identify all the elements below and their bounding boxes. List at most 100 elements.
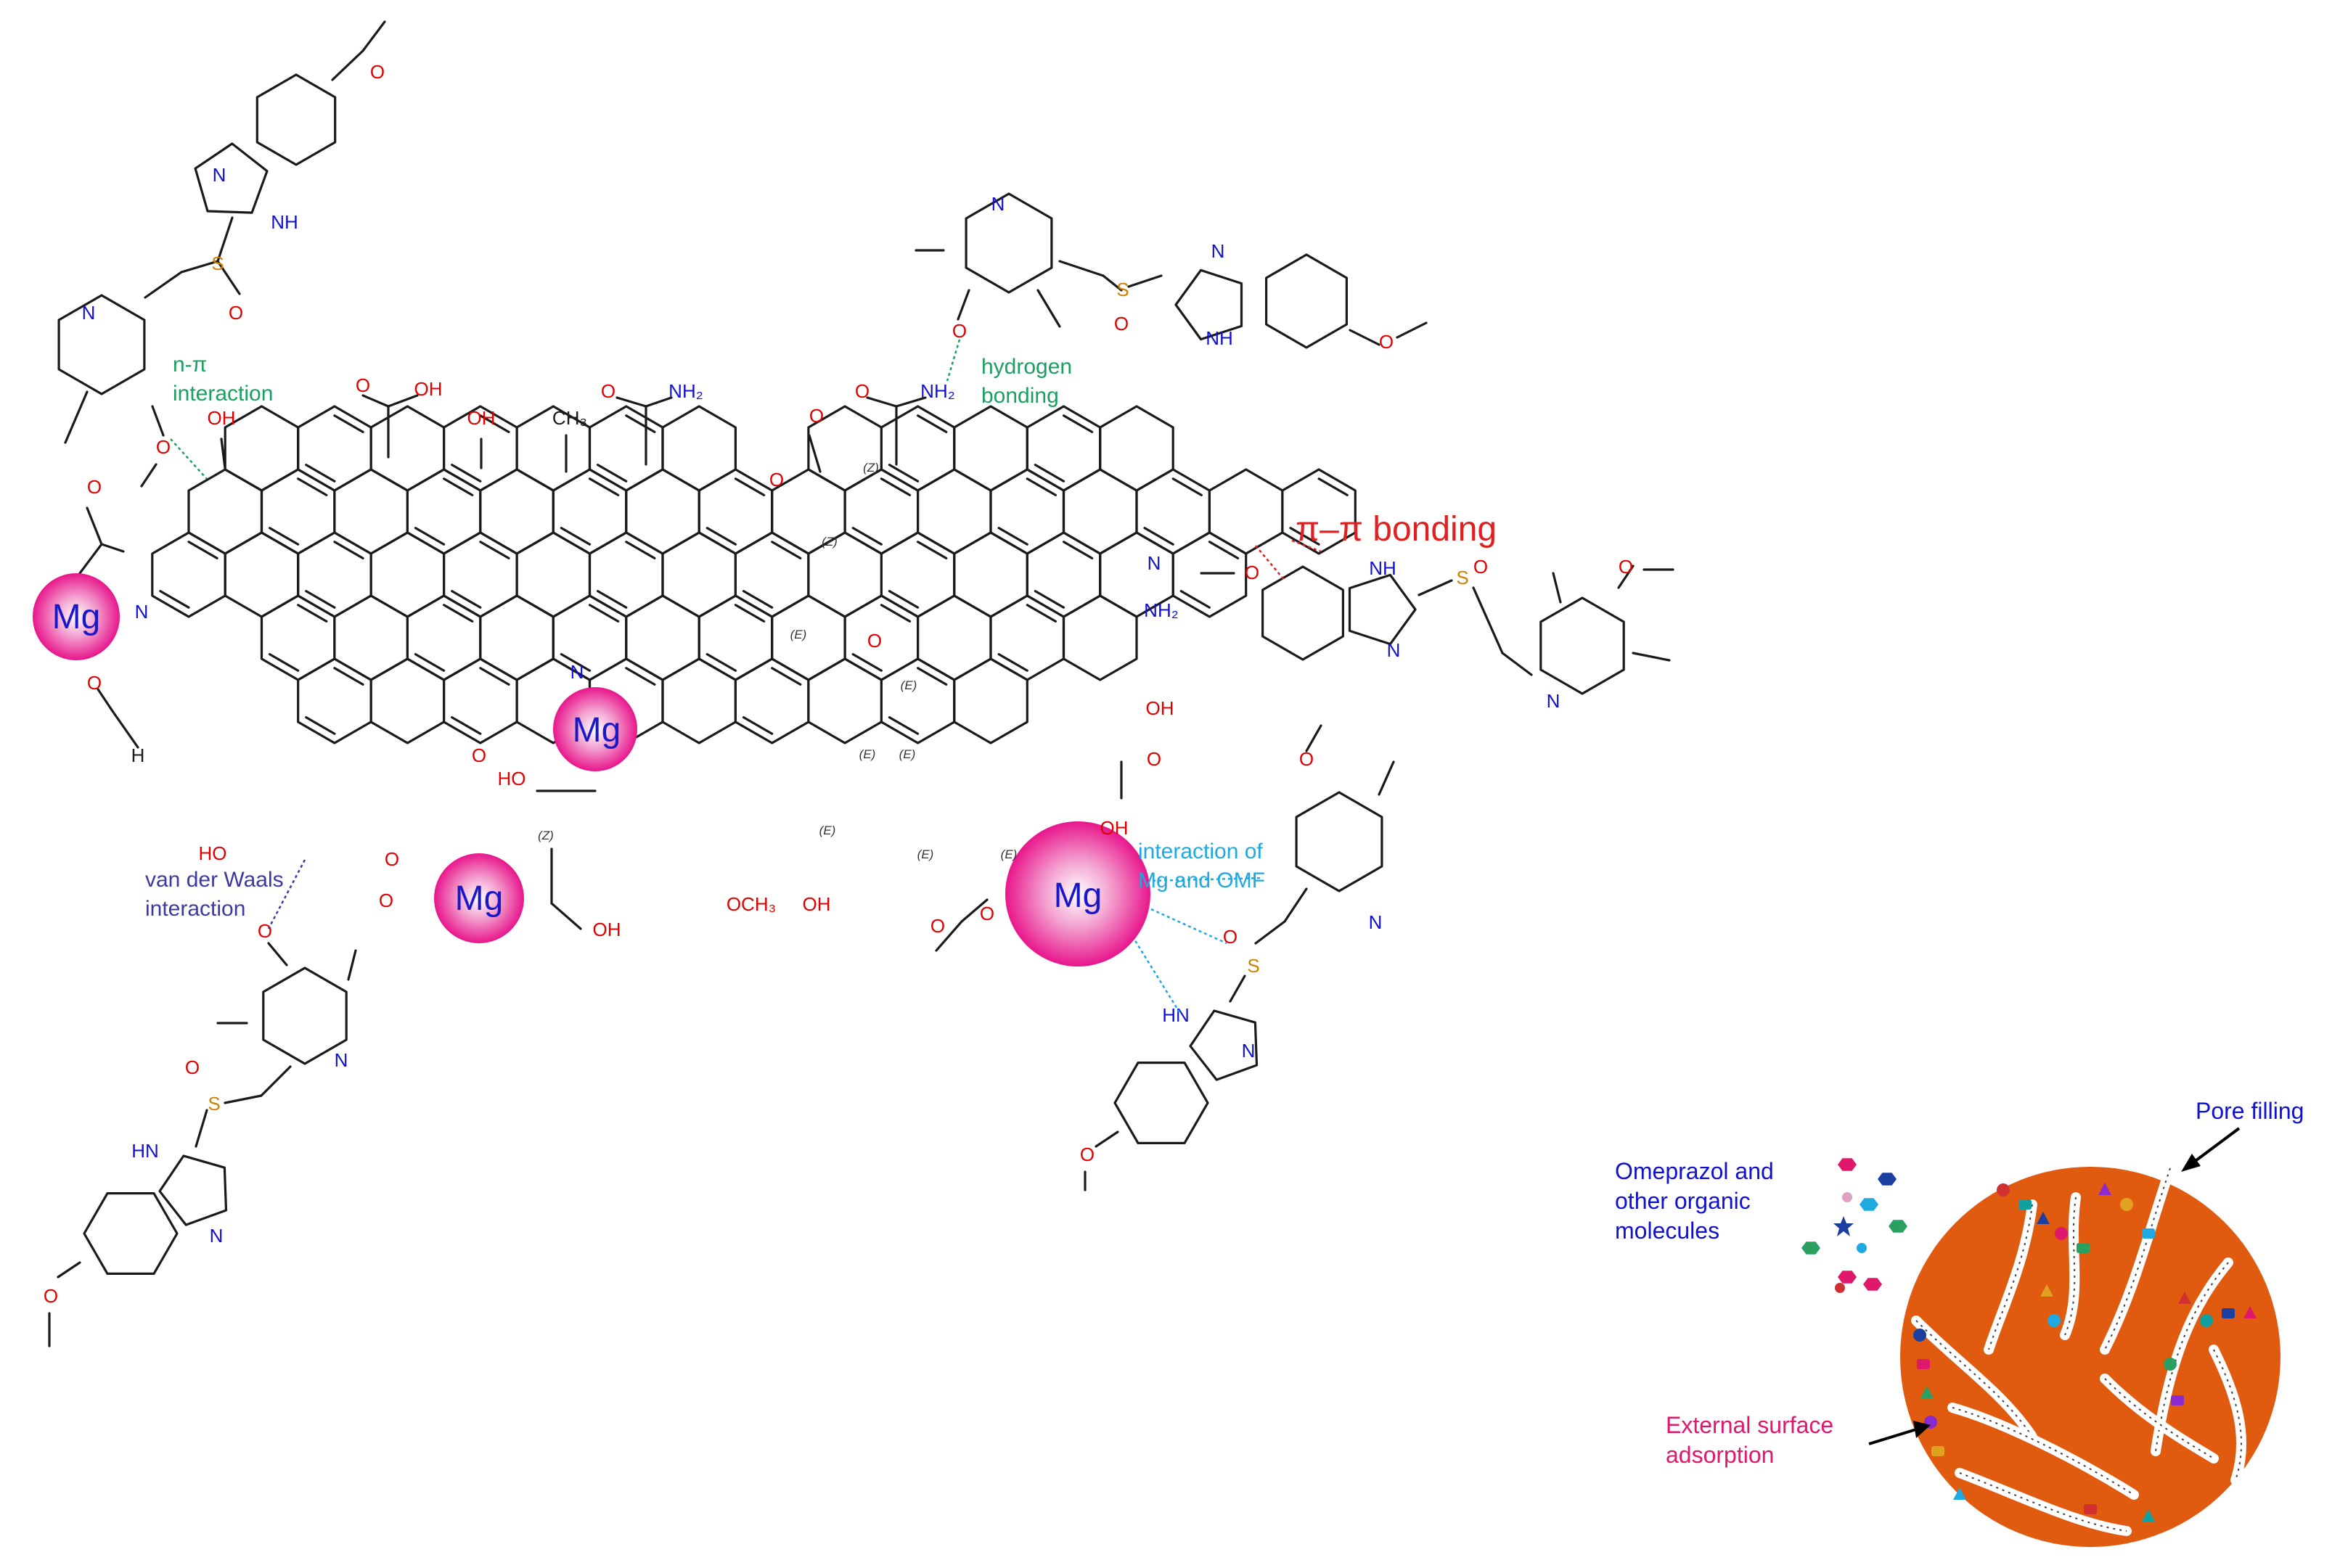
imidazole-n: N [213, 164, 226, 186]
double-bond [479, 541, 510, 559]
double-bond [734, 477, 766, 496]
n-pi-line1: n-π [173, 353, 207, 377]
hydrogen-line1: hydrogen [981, 355, 1072, 379]
bond [361, 20, 386, 52]
sulfinyl-s: S [1116, 279, 1129, 300]
double-bond [997, 527, 1028, 546]
pyridine-n: N [82, 302, 96, 324]
hex-ring [260, 468, 336, 555]
bond [1396, 321, 1428, 339]
adsorbed-molecule-11 [2098, 1183, 2111, 1195]
sulfinyl-s: S [1247, 955, 1259, 977]
hex-ring [953, 657, 1028, 744]
hex-ring [989, 594, 1065, 681]
adsorbed-molecule-4 [1931, 1446, 1944, 1456]
bond [1501, 652, 1533, 676]
bond [64, 390, 89, 444]
hex-ring [333, 594, 409, 681]
adsorbed-molecule-6 [1997, 1183, 2010, 1196]
mg-sphere-2: Mg [553, 687, 637, 771]
methoxy-o: O [1245, 562, 1259, 583]
hex-ring [151, 531, 226, 618]
mg-label-3: Mg [455, 879, 504, 918]
hex-ring [625, 468, 700, 555]
side-chain-bond-12 [615, 396, 647, 408]
adsorbed-molecules [1913, 1183, 2257, 1522]
hex-ring [1135, 468, 1211, 555]
methoxy-o-2: O [156, 436, 171, 458]
bond [151, 405, 165, 437]
floating-molecules [1801, 1158, 1907, 1293]
side-chain-bond-15 [866, 396, 898, 408]
pore-dots-0 [2104, 1167, 2171, 1350]
double-bond [880, 604, 912, 623]
hex-ring [917, 468, 992, 555]
side-chain-bond-2 [100, 543, 125, 553]
stereo-label-5: (E) [899, 747, 916, 761]
double-bond [1317, 477, 1349, 496]
pi-pi-bonding-label: π–π bonding [1296, 510, 1497, 549]
hydrogen-line2: bonding [981, 384, 1059, 408]
bond [144, 271, 183, 299]
double-bond [734, 604, 766, 623]
fg-label-11: O [87, 476, 102, 498]
adsorbed-molecule-10 [2077, 1243, 2090, 1253]
omeprazol-line1: Omeprazol and [1615, 1158, 1774, 1184]
imidazole-ring [194, 142, 269, 214]
sulfinyl-s: S [1456, 567, 1468, 588]
mg-label-1: Mg [52, 598, 101, 636]
sulfinyl-o: O [229, 302, 243, 324]
bond [1378, 760, 1395, 796]
bond [140, 463, 158, 488]
double-bond [916, 667, 948, 686]
fg-label-31: O [980, 903, 994, 924]
side-chain-bond-8 [387, 394, 419, 408]
fg-label-4: CH₃ [552, 407, 587, 429]
hex-ring [297, 531, 372, 618]
imidazole-n: N [210, 1225, 224, 1247]
bond [1102, 274, 1123, 292]
hex-ring [661, 405, 737, 492]
bond [1305, 724, 1322, 752]
pore-dots-4 [1915, 1320, 2033, 1437]
hex-ring [1026, 531, 1102, 618]
hex-ring [698, 468, 774, 555]
pore-dots-6 [1959, 1472, 2127, 1532]
hex-ring [369, 657, 446, 744]
n-pi-line2: interaction [173, 382, 273, 406]
double-bond [625, 541, 656, 559]
hex-ring [807, 657, 883, 744]
pore-channels [1911, 1163, 2247, 1536]
external-line1: External surface [1666, 1412, 1833, 1438]
omeprazol-label: Omeprazol and other organic molecules [1615, 1158, 1774, 1244]
sulfinyl-s: S [211, 253, 224, 274]
double-bond [414, 653, 446, 672]
fg-label-20: O [1147, 748, 1161, 770]
fg-label-19: OH [1146, 697, 1174, 719]
hex-ring [552, 594, 628, 681]
hex-ring [1026, 405, 1102, 492]
bond [1349, 329, 1380, 346]
double-bond [588, 604, 620, 623]
bond [1036, 289, 1061, 328]
hex-ring [1062, 594, 1138, 681]
hex-ring [1281, 468, 1357, 555]
methoxy-o: O [370, 61, 385, 83]
pyridine-ring [965, 192, 1053, 294]
adsorbed-molecule-2 [1920, 1386, 1934, 1398]
mg-omf-line2: Mg and OMF [1138, 869, 1265, 892]
imidazole-n: N [1387, 639, 1401, 661]
double-bond [1026, 477, 1058, 496]
double-bond [297, 604, 328, 623]
hex-ring [917, 594, 992, 681]
fg-label-8: O [855, 380, 870, 402]
hex-ring [1099, 405, 1174, 492]
bond [1229, 974, 1246, 1003]
double-bond [1034, 464, 1065, 483]
double-bond [1026, 604, 1058, 623]
fg-label-29: OH [1100, 817, 1129, 839]
hex-ring [406, 468, 482, 555]
external-label: External surface adsorption [1666, 1412, 1833, 1468]
